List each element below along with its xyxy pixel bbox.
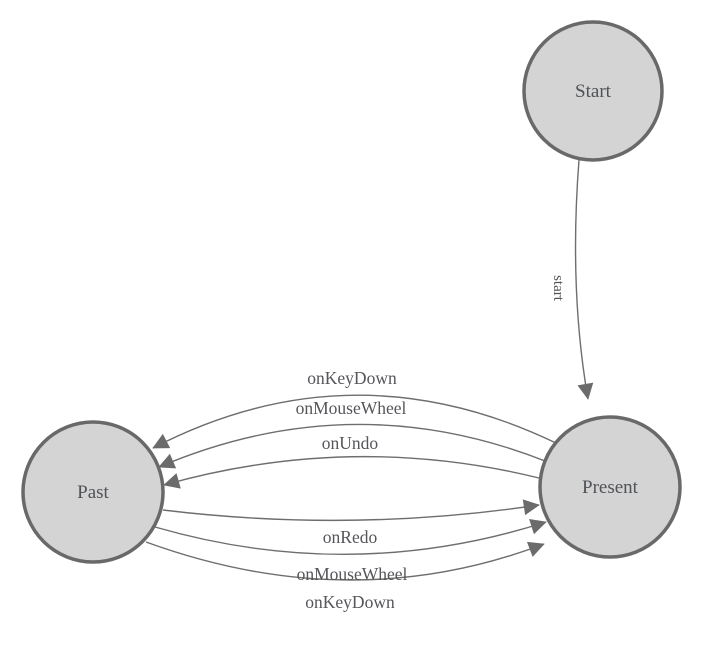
edge-label-start: start [550, 275, 566, 302]
edge-past-to-present-onkeydown [145, 541, 545, 581]
edge-past-to-present-onmousewheel [154, 519, 547, 556]
edge-label-onkeydown-top: onKeyDown [307, 368, 397, 388]
edge-label-onredo: onRedo [323, 527, 378, 547]
node-start-circle [522, 20, 664, 162]
node-past-label: Past [77, 482, 109, 503]
edge-label-onmousewheel-bottom: onMouseWheel [297, 564, 408, 584]
edge-present-to-past-onmousewheel [158, 423, 546, 469]
edge-present-to-past-onundo [163, 455, 540, 489]
edge-past-to-present-onredo [162, 499, 540, 522]
edge-label-onundo: onUndo [322, 433, 379, 453]
node-present: Present [538, 415, 682, 559]
edge-start-to-present [574, 159, 594, 400]
node-present-circle [538, 415, 682, 559]
edge-label-onmousewheel-top: onMouseWheel [296, 398, 407, 418]
node-past-circle [21, 420, 165, 564]
node-past: Past [21, 420, 165, 564]
node-start: Start [522, 20, 664, 162]
edge-present-to-past-onkeydown [152, 394, 557, 449]
node-present-label: Present [582, 477, 639, 498]
edge-label-onkeydown-bottom: onKeyDown [305, 592, 395, 612]
node-start-label: Start [575, 81, 612, 102]
